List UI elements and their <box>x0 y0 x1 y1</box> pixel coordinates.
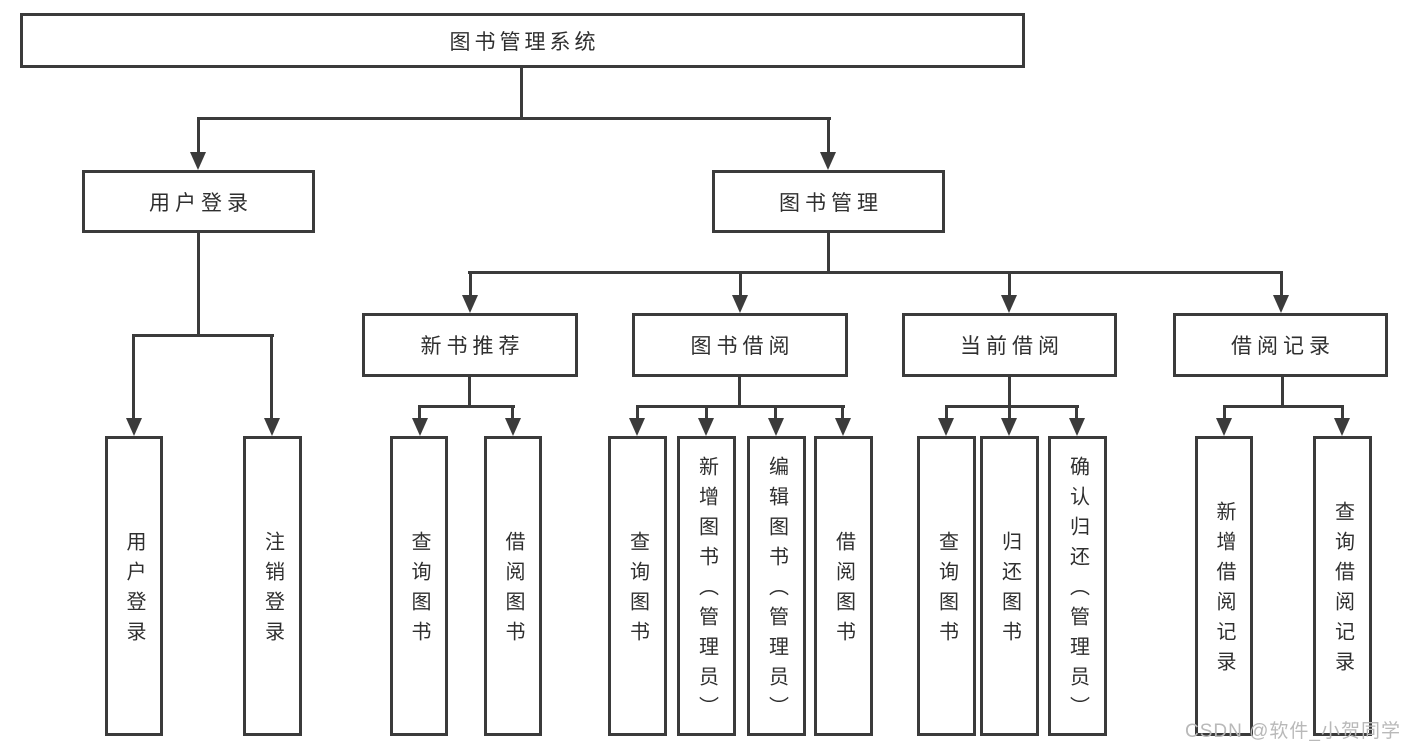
node-label: 图书借阅 <box>690 335 795 358</box>
node-logout: 注销登录 <box>243 436 302 736</box>
node-label: 用户登录 <box>123 531 145 651</box>
connector-leaf <box>1223 405 1226 420</box>
arrow-down-icon <box>835 418 851 436</box>
arrow-down-icon <box>412 418 428 436</box>
node-add-borrow-record: 新增借阅记录 <box>1195 436 1253 736</box>
connector-root-bus <box>197 117 831 120</box>
node-label: 查询借阅记录 <box>1331 501 1354 681</box>
connector-leaf <box>1341 405 1344 420</box>
connector-book-borrowing-bus <box>636 405 845 408</box>
connector-leaf <box>636 405 639 420</box>
connector-to-user-login <box>197 117 200 155</box>
arrow-down-icon <box>698 418 714 436</box>
node-label: 当前借阅 <box>960 335 1064 358</box>
connector-to-book-borrowing <box>739 271 742 298</box>
connector-to-user-login-leaf <box>132 334 135 420</box>
arrow-down-icon <box>629 418 645 436</box>
connector-book-borrowing-stem <box>738 377 741 408</box>
arrow-down-icon <box>1273 295 1289 313</box>
node-query-books-borrowing: 查询图书 <box>608 436 667 736</box>
arrow-down-icon <box>126 418 142 436</box>
connector-new-book-stem <box>468 377 471 408</box>
connector-user-login-bus <box>132 334 274 337</box>
node-return-books: 归还图书 <box>980 436 1039 736</box>
connector-book-management-stem <box>827 233 830 274</box>
node-label: 确认归还（管理员） <box>1066 456 1089 726</box>
node-book-management: 图书管理 <box>712 170 945 233</box>
connector-to-logout-leaf <box>270 334 273 420</box>
node-label: 新增借阅记录 <box>1213 501 1235 681</box>
node-add-books-admin: 新增图书（管理员） <box>677 436 736 736</box>
connector-leaf <box>1075 405 1078 420</box>
node-library-management-system: 图书管理系统 <box>20 13 1025 68</box>
node-book-borrowing: 图书借阅 <box>632 313 848 377</box>
node-borrow-books: 借阅图书 <box>814 436 873 736</box>
node-label: 新增图书（管理员） <box>695 456 718 726</box>
node-query-books-recommend: 查询图书 <box>390 436 448 736</box>
arrow-down-icon <box>1216 418 1232 436</box>
watermark-text: CSDN @软件_小贺同学 <box>1185 721 1401 742</box>
connector-current-borrowing-stem <box>1008 377 1011 408</box>
connector-to-current-borrowing <box>1008 271 1011 298</box>
node-label: 查询图书 <box>408 531 430 651</box>
arrow-down-icon <box>1069 418 1085 436</box>
arrow-down-icon <box>1001 418 1017 436</box>
arrow-down-icon <box>938 418 954 436</box>
node-query-books-current: 查询图书 <box>917 436 976 736</box>
arrow-down-icon <box>264 418 280 436</box>
node-label: 归还图书 <box>998 531 1021 651</box>
node-label: 图书管理 <box>779 191 883 215</box>
node-label: 查询图书 <box>935 531 958 651</box>
node-user-login-leaf: 用户登录 <box>105 436 163 736</box>
connector-book-management-bus <box>468 271 1283 274</box>
node-label: 注销登录 <box>261 531 284 651</box>
arrow-down-icon <box>1001 295 1017 313</box>
connector-leaf <box>774 405 777 420</box>
connector-leaf <box>705 405 708 420</box>
connector-to-new-book-recommend <box>469 271 472 298</box>
node-label: 图书管理系统 <box>449 30 600 54</box>
node-borrow-books-recommend: 借阅图书 <box>484 436 542 736</box>
node-label: 编辑图书（管理员） <box>765 456 788 726</box>
connector-leaf <box>511 405 514 420</box>
connector-borrowing-records-bus <box>1223 405 1344 408</box>
connector-leaf <box>841 405 844 420</box>
node-label: 查询图书 <box>626 531 649 651</box>
arrow-down-icon <box>820 152 836 170</box>
node-user-login: 用户登录 <box>82 170 315 233</box>
arrow-down-icon <box>190 152 206 170</box>
connector-leaf <box>1008 405 1011 420</box>
arrow-down-icon <box>768 418 784 436</box>
node-edit-books-admin: 编辑图书（管理员） <box>747 436 806 736</box>
node-query-borrow-record: 查询借阅记录 <box>1313 436 1372 736</box>
arrow-down-icon <box>462 295 478 313</box>
arrow-down-icon <box>732 295 748 313</box>
node-label: 借阅图书 <box>502 531 524 651</box>
node-label: 借阅记录 <box>1231 335 1335 358</box>
connector-user-login-stem <box>197 233 200 337</box>
connector-leaf <box>945 405 948 420</box>
node-current-borrowing: 当前借阅 <box>902 313 1117 377</box>
node-new-book-recommend: 新书推荐 <box>362 313 578 377</box>
connector-new-book-bus <box>418 405 515 408</box>
node-confirm-return-admin: 确认归还（管理员） <box>1048 436 1107 736</box>
connector-root-stem <box>520 68 523 120</box>
connector-to-book-management <box>827 117 830 155</box>
connector-borrowing-records-stem <box>1281 377 1284 408</box>
node-label: 借阅图书 <box>832 531 855 651</box>
arrow-down-icon <box>505 418 521 436</box>
connector-current-borrowing-bus <box>945 405 1079 408</box>
connector-leaf <box>418 405 421 420</box>
node-label: 用户登录 <box>149 191 253 215</box>
node-label: 新书推荐 <box>420 335 525 358</box>
connector-to-borrowing-records <box>1280 271 1283 298</box>
arrow-down-icon <box>1334 418 1350 436</box>
node-borrowing-records: 借阅记录 <box>1173 313 1388 377</box>
